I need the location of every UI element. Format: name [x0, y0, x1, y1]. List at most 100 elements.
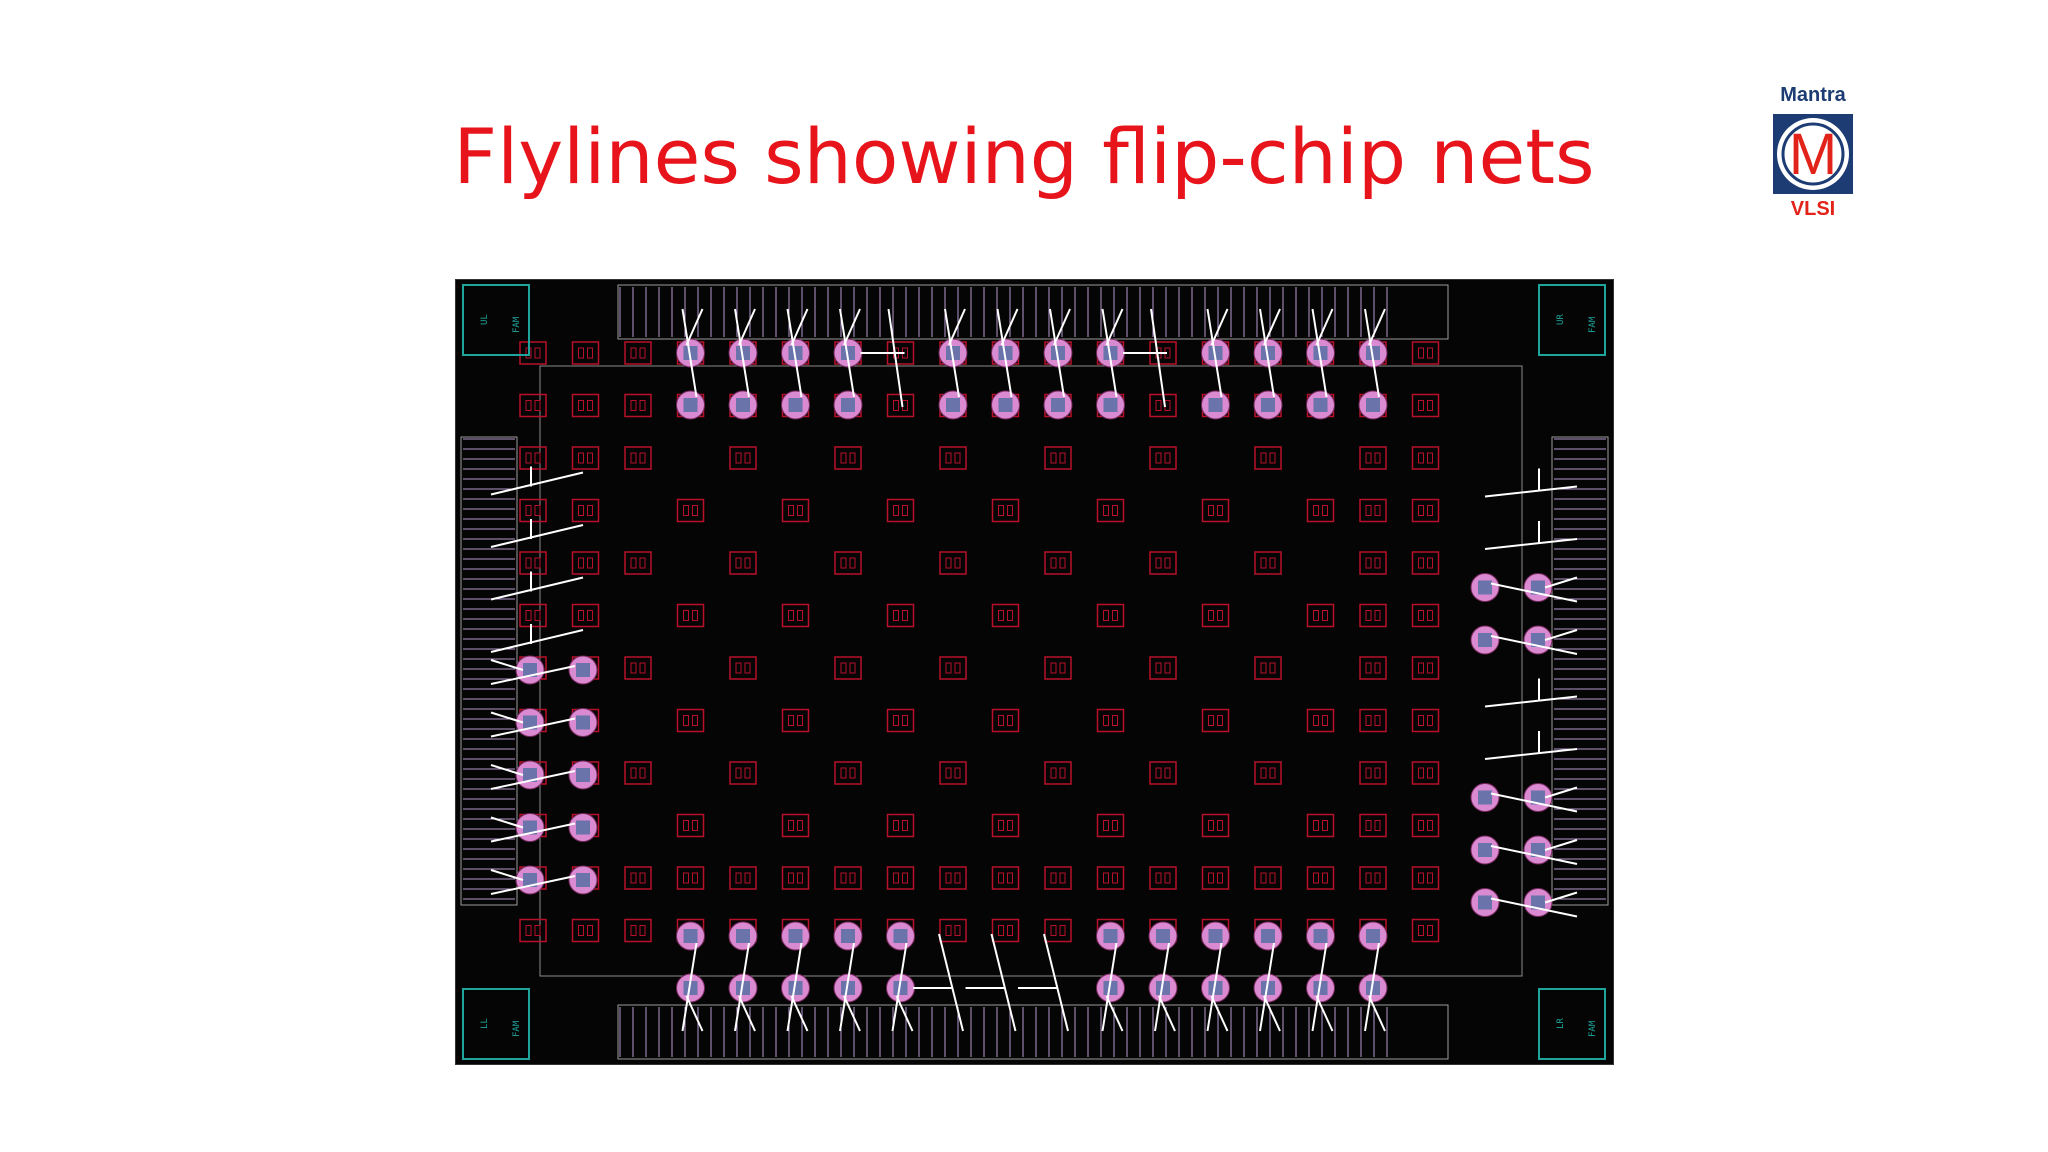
- bump: [519, 918, 547, 943]
- bump: [1359, 708, 1387, 733]
- io-pad: [1201, 921, 1230, 951]
- flyline: [1484, 748, 1578, 760]
- bump: [1411, 866, 1440, 890]
- bump: [624, 551, 652, 575]
- io-pad: [833, 921, 863, 951]
- corner-cell-text: FAM: [1588, 316, 1598, 333]
- flyline: [1101, 942, 1118, 1032]
- logo-top-text: Mantra: [1780, 84, 1846, 106]
- io-pad: [1470, 835, 1500, 865]
- bump: [519, 446, 547, 470]
- bump: [1411, 446, 1440, 470]
- flyline: [790, 995, 809, 1032]
- bump: [1044, 446, 1072, 470]
- corner-cell-text: FAM: [512, 1020, 522, 1037]
- bump: [729, 656, 757, 680]
- io-pad: [1253, 390, 1283, 420]
- bump: [1254, 446, 1282, 470]
- flyline: [1315, 995, 1334, 1032]
- io-pad: [568, 708, 598, 737]
- logo-m-icon: M: [1773, 114, 1853, 194]
- io-pad: [1306, 921, 1335, 951]
- bump: [519, 551, 547, 575]
- bump: [1044, 761, 1072, 785]
- flyline: [1053, 308, 1071, 346]
- bump: [991, 918, 1020, 943]
- bump: [1201, 603, 1230, 628]
- slide-title: Flylines showing flip-chip nets: [453, 112, 1595, 201]
- io-pad: [886, 973, 915, 1003]
- flyline: [1484, 538, 1578, 550]
- flyline: [1154, 942, 1170, 1032]
- bump: [729, 761, 757, 785]
- io-pad-fingers: [460, 284, 1609, 1060]
- flyline: [1049, 308, 1065, 398]
- flyline: [1206, 308, 1223, 398]
- io-pad: [1306, 390, 1335, 420]
- io-ring-bottom: [617, 1004, 1449, 1060]
- flyline: [1315, 308, 1334, 346]
- io-pad: [781, 921, 810, 951]
- bump: [1359, 498, 1387, 523]
- io-pad: [1470, 888, 1500, 917]
- io-pad: [1358, 921, 1388, 951]
- bump: [834, 551, 862, 575]
- io-ring-top: [617, 284, 1449, 340]
- io-ring-right: [1551, 436, 1609, 906]
- flyline: [891, 942, 908, 1032]
- bump: [571, 603, 600, 628]
- flyline: [1263, 995, 1281, 1032]
- bump: [1254, 551, 1282, 575]
- flyline: [490, 822, 576, 843]
- bump: [1411, 393, 1440, 418]
- io-pad: [676, 921, 705, 951]
- flyline: [1000, 308, 1019, 346]
- bump: [1096, 866, 1125, 890]
- bump: [1306, 498, 1335, 523]
- corner-label: LL: [480, 1018, 490, 1029]
- flyline: [490, 770, 576, 790]
- io-pad: [676, 390, 705, 420]
- bump: [1411, 708, 1440, 733]
- corner-label: UR: [1556, 314, 1566, 325]
- bump: [1411, 603, 1440, 628]
- io-pad: [1201, 390, 1230, 420]
- bump: [939, 761, 967, 785]
- bump: [1306, 866, 1335, 890]
- bump: [1096, 813, 1125, 838]
- io-pad: [1470, 625, 1500, 655]
- flyline: [1490, 792, 1578, 813]
- flyline: [738, 308, 756, 346]
- io-pad: [1148, 921, 1178, 951]
- bump: [1149, 761, 1177, 785]
- flyline: [790, 308, 809, 346]
- bump: [939, 551, 967, 575]
- flyline: [490, 576, 584, 601]
- bump: [1254, 761, 1282, 785]
- io-pad: [1358, 390, 1388, 420]
- bump: [1044, 656, 1072, 680]
- bump: [1411, 551, 1440, 575]
- io-pad: [1096, 973, 1125, 1003]
- io-pad: [1043, 390, 1073, 420]
- bump: [676, 708, 705, 733]
- bump: [571, 498, 600, 523]
- bump: [1411, 761, 1440, 785]
- flyline: [490, 869, 524, 881]
- bump: [781, 813, 810, 838]
- flyline: [734, 942, 750, 1032]
- corner-cell-ur: UR FAM: [1538, 284, 1606, 356]
- bump: [1306, 708, 1335, 733]
- flyline: [1544, 629, 1578, 641]
- corner-label: UL: [480, 314, 490, 325]
- flyline: [685, 308, 704, 346]
- flyline: [1206, 942, 1223, 1032]
- io-pad: [728, 390, 758, 420]
- bump: [991, 866, 1020, 890]
- io-pad: [833, 390, 863, 420]
- io-pad: [676, 973, 705, 1003]
- flyline: [734, 308, 750, 398]
- flyline: [490, 764, 524, 776]
